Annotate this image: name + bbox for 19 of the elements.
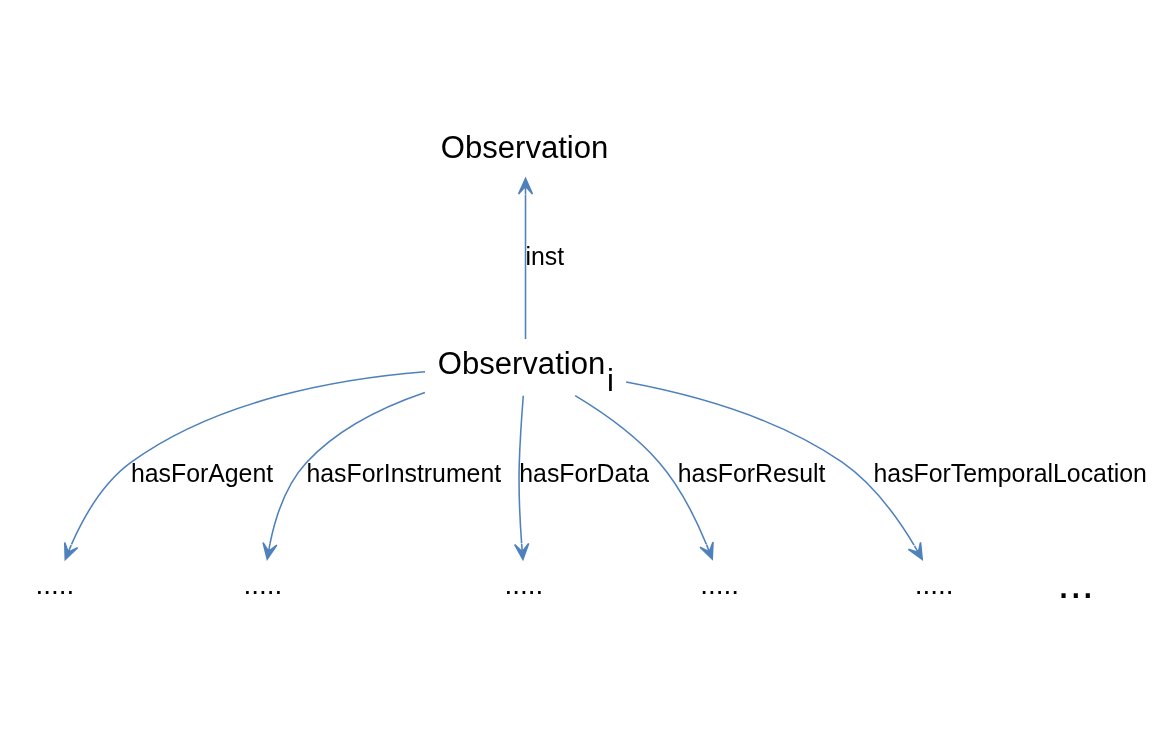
arrow <box>574 394 714 560</box>
arrow <box>262 391 426 560</box>
label: ... <box>1057 559 1094 608</box>
arrow <box>63 370 426 561</box>
node-text: ..... <box>504 569 544 601</box>
edge-label: hasForResult <box>677 460 826 488</box>
arrow <box>625 381 923 561</box>
arrow <box>513 394 530 561</box>
node-text: ..... <box>35 569 75 601</box>
edge-label: hasForInstrument <box>306 460 502 488</box>
edge-label: hasForAgent <box>130 460 274 488</box>
node-text: ..... <box>914 569 954 601</box>
arrow <box>517 177 534 340</box>
edge-label: hasForData <box>519 460 650 488</box>
node-text: ..... <box>243 569 283 601</box>
edge-label: hasForTemporalLocation <box>873 460 1147 488</box>
node-text: Observation <box>440 129 609 165</box>
edge-label: inst <box>525 242 565 270</box>
node-text: ..... <box>700 569 740 601</box>
